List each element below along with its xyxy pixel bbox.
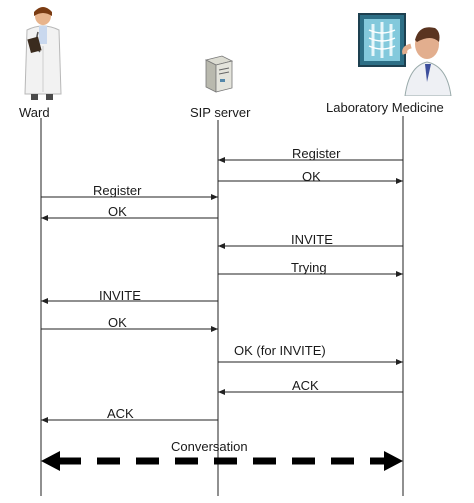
conversation-arrowhead-left (41, 451, 60, 471)
message-label-ack-ward: ACK (107, 406, 134, 421)
message-arrowhead (211, 194, 218, 200)
doctor-icon (18, 2, 66, 102)
actor-label-ward: Ward (19, 105, 50, 120)
server-icon (200, 54, 236, 94)
message-arrowhead (41, 417, 48, 423)
message-label-invite-ward: INVITE (99, 288, 141, 303)
message-label-ok-ward-reply: OK (108, 315, 127, 330)
message-label-register-ward: Register (93, 183, 142, 198)
message-label-ok-lab: OK (302, 169, 321, 184)
conversation-arrowhead-right (384, 451, 403, 471)
message-arrowhead (211, 326, 218, 332)
message-label-trying: Trying (291, 260, 327, 275)
message-label-ok-for-invite: OK (for INVITE) (234, 343, 326, 358)
actor-label-laboratory-medicine: Laboratory Medicine (326, 100, 444, 115)
message-arrowhead (41, 215, 48, 221)
message-arrowhead (218, 243, 225, 249)
message-label-ok-ward: OK (108, 204, 127, 219)
message-arrowhead (396, 178, 403, 184)
message-arrowhead (218, 157, 225, 163)
conversation-label: Conversation (171, 439, 248, 454)
actor-label-sip-server: SIP server (190, 105, 251, 120)
message-label-ack-lab: ACK (292, 378, 319, 393)
message-arrowhead (41, 298, 48, 304)
message-label-register-lab: Register (292, 146, 341, 161)
lab-doctor-icon (355, 4, 465, 96)
message-arrowhead (396, 271, 403, 277)
message-arrowhead (396, 359, 403, 365)
message-arrowhead (218, 389, 225, 395)
message-label-invite-lab: INVITE (291, 232, 333, 247)
